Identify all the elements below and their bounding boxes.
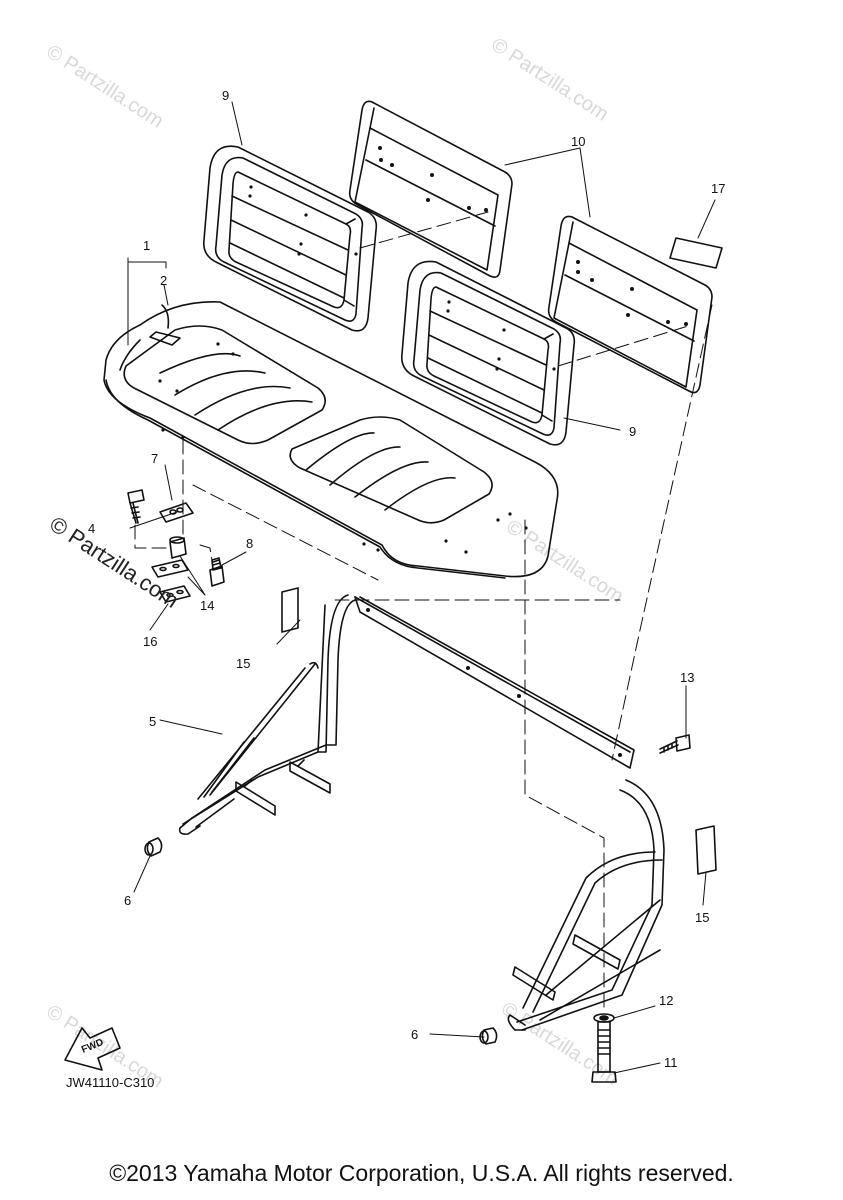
callout-1: 1 [143,238,150,253]
bushing-14 [169,536,187,559]
plate-16 [159,585,191,603]
forward-arrow-icon [64,1027,121,1071]
backrest-panel-right [547,215,713,394]
callout-15-right: 15 [695,910,709,925]
callout-8: 8 [246,536,253,551]
backrest-cushion-right [400,260,576,446]
backrest-panel-left [348,100,513,278]
copyright-notice: ©2013 Yamaha Motor Corporation, U.S.A. A… [109,1160,734,1186]
bolt-13 [659,734,691,754]
callout-6-left: 6 [124,893,131,908]
callout-7: 7 [151,451,158,466]
bolt-8 [209,557,225,587]
backrest-cushion-left [202,145,378,332]
callout-9-top: 9 [222,88,229,103]
callout-12: 12 [659,993,673,1008]
callout-14: 14 [200,598,214,613]
seat-frame-left [178,594,356,835]
bolt-4 [127,489,145,524]
plate-14 [151,559,189,578]
leader-lines [127,101,716,1074]
callout-6-right: 6 [411,1027,418,1042]
mounting-strip [354,596,635,769]
callout-16: 16 [143,634,157,649]
cap-6-right [479,1027,498,1045]
callout-5: 5 [149,714,156,729]
callout-2: 2 [160,273,167,288]
callout-17: 17 [711,181,725,196]
seat-cushion-assembly [103,301,559,579]
watermark-dark: © Partzilla.com [45,511,183,613]
washer-12 [593,1013,615,1023]
callout-11: 11 [664,1055,678,1070]
callout-10: 10 [571,134,585,149]
callout-13: 13 [680,670,694,685]
watermark-text: © Partzilla.com [42,41,167,133]
label-17 [669,237,723,269]
callout-9-right: 9 [629,424,636,439]
callout-4: 4 [88,521,95,536]
watermark-text: © Partzilla.com [502,516,627,608]
seat-frame-right [507,779,665,1031]
bolt-11 [591,1021,617,1083]
watermark-text: © Partzilla.com [497,998,622,1090]
watermark-text: © Partzilla.com [487,34,612,126]
cap-6-left [144,837,163,857]
label-15-left [281,587,299,633]
alignment-lines [134,211,713,1013]
label-15-right [695,825,717,875]
callout-labels: 1 2 4 5 6 6 7 8 9 9 10 11 12 13 14 15 15… [88,88,725,1070]
callout-15-left: 15 [236,656,250,671]
diagram-code: JW41110-C310 [66,1075,154,1090]
